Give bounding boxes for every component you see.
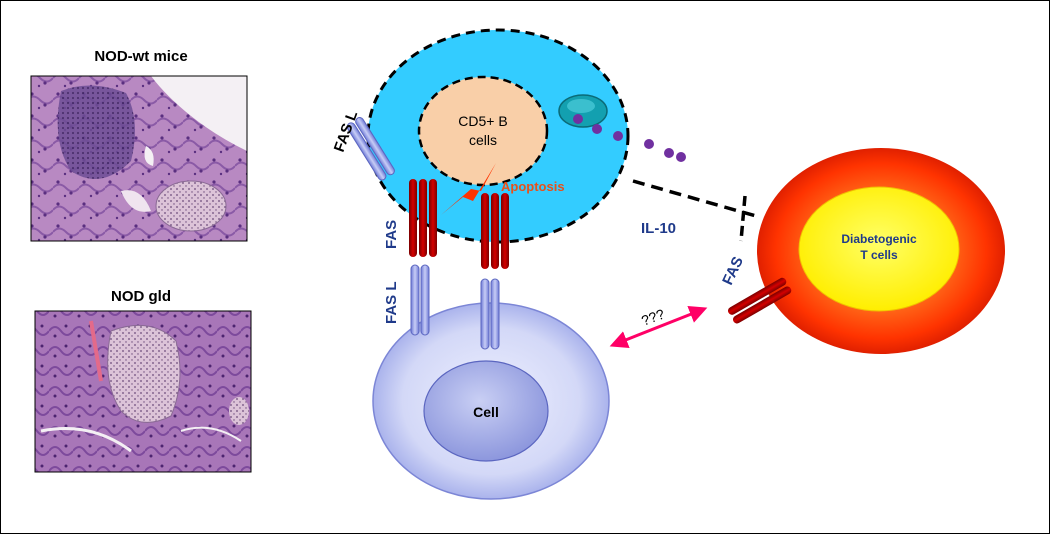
t-cell-label-line2: T cells xyxy=(860,248,898,262)
b-cell-label-line2: cells xyxy=(469,132,497,148)
fasl-ligands-lower xyxy=(410,264,500,350)
fas-label-tcell: FAS xyxy=(719,254,747,288)
fasl-label-lower: FAS L xyxy=(383,281,400,324)
panel-nod-wt: NOD-wt mice xyxy=(30,48,248,242)
fas-label-bcell: FAS xyxy=(383,220,400,249)
unknown-interaction-arrow xyxy=(609,305,708,349)
fas-receptors-bcell xyxy=(409,179,509,269)
target-cell-label: Cell xyxy=(473,404,499,420)
fas-receptor-tcell xyxy=(728,277,792,324)
panel-nod-gld: NOD gld xyxy=(34,288,252,473)
t-cell-label-line1: Diabetogenic xyxy=(841,232,917,246)
unknown-interaction-label: ??? xyxy=(639,306,667,329)
il10-inhibition xyxy=(632,179,757,242)
histology-image-nod-wt xyxy=(30,75,248,242)
target-cell-nucleus xyxy=(423,360,549,462)
t-cell: Diabetogenic T cells xyxy=(757,148,1005,354)
panel-title-nod-gld: NOD gld xyxy=(111,288,171,305)
fasl-ligand-bcell xyxy=(346,117,395,181)
apoptosis-label: Apoptosis xyxy=(501,179,565,194)
histology-image-nod-gld xyxy=(34,310,252,473)
t-cell-nucleus xyxy=(798,186,960,312)
b-cell-label-line1: CD5+ B xyxy=(458,113,507,129)
b-cell-nucleus xyxy=(417,75,549,187)
il10-label: IL-10 xyxy=(641,220,676,237)
panel-title-nod-wt: NOD-wt mice xyxy=(94,48,187,65)
il10-secretion-dots xyxy=(573,114,686,162)
